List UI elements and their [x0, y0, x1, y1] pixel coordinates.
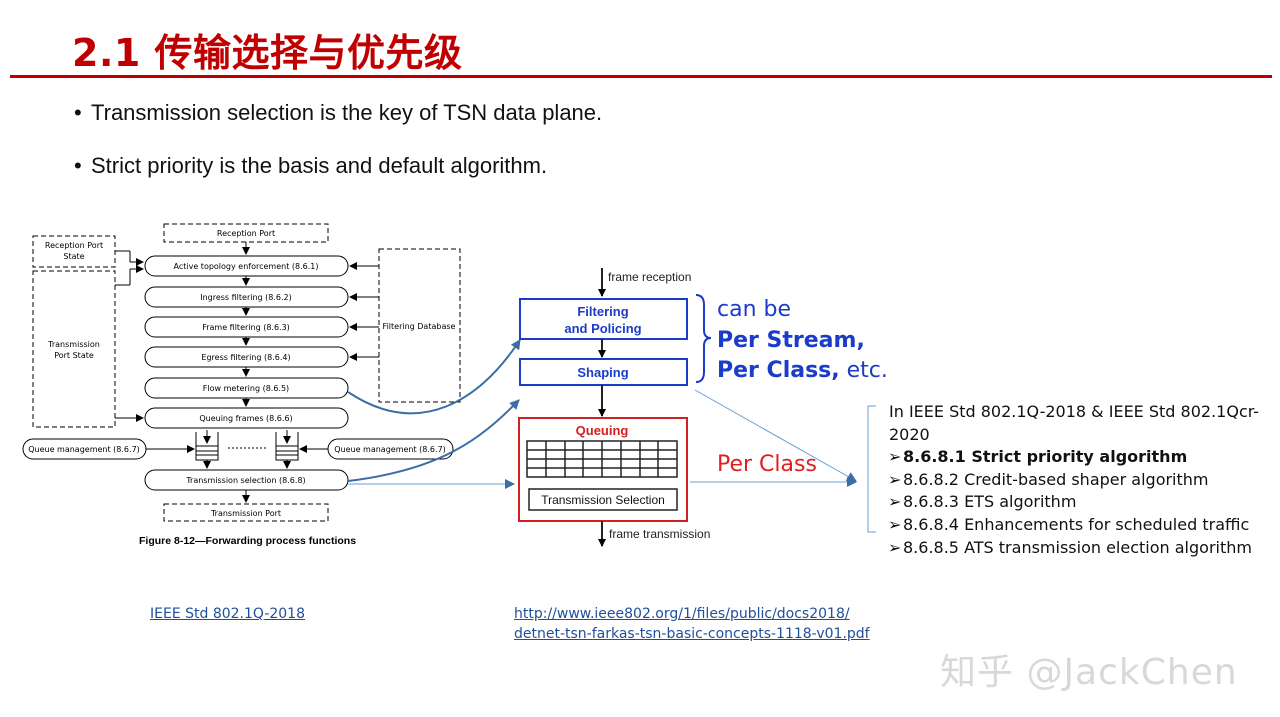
- filtering-label-2: and Policing: [564, 321, 641, 336]
- queue-icon-right: [275, 430, 299, 461]
- transmission-port-state-label-2: Port State: [54, 351, 94, 360]
- transmission-port-box: [163, 503, 329, 522]
- transmission-selection-box: [528, 488, 678, 511]
- per-class-bold: Per Class,: [717, 358, 840, 383]
- algorithm-item: ➢8.6.8.4 Enhancements for scheduled traf…: [888, 514, 1280, 537]
- algorithm-item-label: 8.6.8.5 ATS transmission election algori…: [903, 537, 1252, 557]
- transmission-port-state-box: [32, 270, 116, 428]
- bullet-text: Strict priority is the basis and default…: [91, 153, 548, 178]
- step-label: Active topology enforcement (8.6.1): [174, 262, 319, 271]
- line-shaping-to-list: [694, 389, 857, 482]
- step-label: Flow metering (8.6.5): [203, 384, 289, 393]
- filtering-database-box: [378, 248, 461, 403]
- queuing-label: Queuing: [576, 423, 629, 438]
- list-bracket: [867, 405, 876, 533]
- queue-grid: [526, 440, 678, 478]
- per-stream-text: Per Stream,: [717, 328, 865, 353]
- filtering-label-1: Filtering: [577, 304, 628, 319]
- arrow-bullet-icon: ➢: [888, 469, 902, 489]
- arrow-bullet-icon: ➢: [888, 447, 902, 467]
- reception-port-label: Reception Port: [217, 229, 275, 238]
- transmission-port-state-label-1: Transmission: [47, 340, 100, 349]
- ieee802-url-link-line1[interactable]: http://www.ieee802.org/1/files/public/do…: [514, 606, 850, 622]
- queue-management-left-label: Queue management (8.6.7): [28, 445, 140, 454]
- step-label: Ingress filtering (8.6.2): [200, 293, 292, 302]
- bullet-dot: •: [74, 100, 82, 125]
- algorithm-item-label: 8.6.8.2 Credit-based shaper algorithm: [903, 469, 1209, 489]
- step-transmission-selection-label: Transmission selection (8.6.8): [185, 476, 305, 485]
- curve-flow-metering: [347, 339, 521, 415]
- algorithm-item-label: 8.6.8.4 Enhancements for scheduled traff…: [903, 514, 1250, 534]
- algorithm-item: ➢8.6.8.2 Credit-based shaper algorithm: [888, 469, 1280, 492]
- filtering-policing-box: [519, 298, 688, 340]
- brace: [695, 294, 712, 383]
- queue-management-right-label: Queue management (8.6.7): [334, 445, 446, 454]
- watermark: 知乎 @JackChen: [940, 652, 1238, 693]
- filtering-database-label: Filtering Database: [383, 322, 456, 331]
- per-class-etc-rest: etc.: [840, 358, 888, 383]
- queue-icon-left: [195, 430, 219, 461]
- per-class-etc-text: Per Class, etc.: [717, 358, 888, 383]
- bullet-text: Transmission selection is the key of TSN…: [91, 100, 603, 125]
- algorithm-item: ➢8.6.8.5 ATS transmission election algor…: [888, 537, 1280, 560]
- bullet-1: • Transmission selection is the key of TS…: [74, 100, 602, 126]
- ieee802-url-link-line2[interactable]: detnet-tsn-farkas-tsn-basic-concepts-111…: [514, 626, 870, 642]
- algorithm-list: In IEEE Std 802.1Q-2018 & IEEE Std 802.1…: [888, 401, 1280, 559]
- arrow-bullet-icon: ➢: [888, 492, 902, 512]
- can-be-text: can be: [717, 297, 791, 322]
- bullet-dot: •: [74, 153, 82, 178]
- reception-port-state-label-2: State: [63, 252, 84, 261]
- arrow-bullet-icon: ➢: [888, 514, 902, 534]
- frame-transmission-label: frame transmission: [609, 527, 710, 541]
- step-queuing-frames: [144, 407, 349, 429]
- ieee-std-link[interactable]: IEEE Std 802.1Q-2018: [150, 606, 305, 622]
- step-label: Frame filtering (8.6.3): [202, 323, 290, 332]
- step-label: Egress filtering (8.6.4): [201, 353, 290, 362]
- curve-transmission-selection: [347, 399, 520, 482]
- algorithm-item-label: 8.6.8.1 Strict priority algorithm: [903, 447, 1188, 467]
- arrow-bullet-icon: ➢: [888, 537, 902, 557]
- per-class-red-text: Per Class: [717, 452, 817, 477]
- shaping-box: [519, 358, 688, 386]
- transmission-port-label: Transmission Port: [210, 509, 281, 518]
- transmission-selection-label: Transmission Selection: [541, 493, 665, 507]
- slide-title: 2.1 传输选择与优先级: [72, 31, 463, 75]
- bullet-2: • Strict priority is the basis and defaul…: [74, 153, 547, 179]
- shaping-label: Shaping: [577, 365, 628, 380]
- figure-caption: Figure 8-12—Forwarding process functions: [139, 535, 356, 547]
- title-underline: [10, 75, 1272, 78]
- frame-reception-label: frame reception: [608, 270, 691, 284]
- algorithm-item: ➢8.6.8.3 ETS algorithm: [888, 491, 1280, 514]
- reception-port-state-label-1: Reception Port: [45, 241, 103, 250]
- algorithm-item: ➢8.6.8.1 Strict priority algorithm: [888, 446, 1280, 469]
- algorithm-item-label: 8.6.8.3 ETS algorithm: [903, 492, 1077, 512]
- step-label: Queuing frames (8.6.6): [199, 414, 292, 423]
- algorithm-list-header: In IEEE Std 802.1Q-2018 & IEEE Std 802.1…: [889, 402, 1260, 444]
